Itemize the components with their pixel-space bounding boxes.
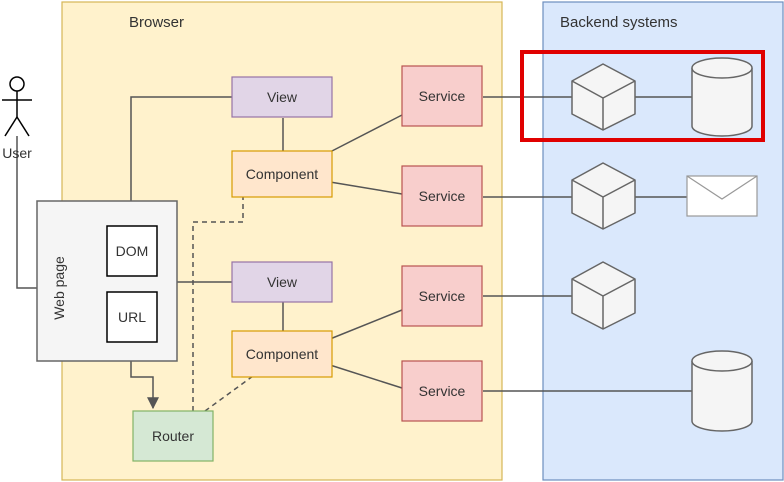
database-icon [691, 350, 753, 432]
database-icon [691, 57, 753, 137]
cube-icon [571, 162, 636, 230]
router-label: Router [152, 428, 194, 444]
service-box-3[interactable] [401, 265, 483, 327]
web-page-label: Web page [51, 256, 67, 320]
service-label-4: Service [419, 383, 466, 399]
view-box-top[interactable] [231, 76, 333, 118]
cube-icon [571, 63, 636, 131]
backend-region-label: Backend systems [560, 14, 678, 31]
url-box[interactable] [106, 291, 158, 343]
view-dom-arrow-1 [125, 96, 232, 228]
router-component-dashed-2 [204, 375, 254, 412]
view-label-top: View [267, 89, 298, 105]
dom-box[interactable] [106, 225, 158, 277]
component-label-bottom: Component [246, 346, 318, 362]
component-service-link-2 [329, 181, 403, 195]
highlight-box [520, 50, 765, 142]
router-component-dashed-1 [192, 197, 244, 411]
view-box-bottom[interactable] [231, 261, 333, 303]
view-label-bottom: View [267, 274, 298, 290]
service-box-1[interactable] [401, 65, 483, 127]
user-webpage-link [16, 136, 37, 289]
browser-region-label: Browser [129, 14, 184, 31]
component-box-top[interactable] [231, 150, 333, 198]
service-box-4[interactable] [401, 360, 483, 422]
user-actor-icon [2, 76, 32, 137]
component-label-top: Component [246, 166, 318, 182]
service-label-3: Service [419, 288, 466, 304]
service-label-1: Service [419, 88, 466, 104]
user-label: User [2, 145, 32, 161]
router-box[interactable] [132, 410, 214, 462]
envelope-icon [686, 175, 758, 217]
component-box-bottom[interactable] [231, 330, 333, 378]
cube-icon [571, 261, 636, 330]
dom-label: DOM [116, 243, 149, 259]
component-service-link-3 [329, 309, 403, 340]
component-service-link-4 [329, 364, 403, 389]
service-box-2[interactable] [401, 165, 483, 227]
url-label: URL [118, 309, 146, 325]
component-service-link-1 [329, 114, 403, 153]
service-label-2: Service [419, 188, 466, 204]
